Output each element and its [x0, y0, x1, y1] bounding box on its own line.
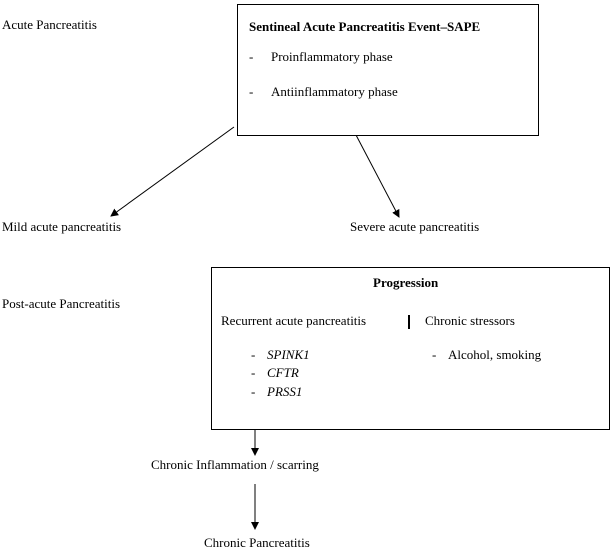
sape-box: Sentineal Acute Pancreatitis Event–SAPE … [237, 4, 539, 136]
gene-prss1: PRSS1 [267, 384, 303, 399]
list-bullet: - [432, 347, 437, 362]
stage-label-post-acute: Post-acute Pancreatitis [2, 296, 121, 311]
arrow-to-mild [110, 126, 235, 217]
chronic-pancreatitis-label: Chronic Pancreatitis [204, 535, 310, 550]
outcome-mild: Mild acute pancreatitis [2, 219, 122, 234]
sape-item-proinflammatory: Proinflammatory phase [271, 49, 393, 64]
list-bullet: - [251, 347, 256, 362]
arrow-to-severe [355, 134, 400, 218]
gene-cftr: CFTR [267, 365, 299, 380]
progression-left-heading: Recurrent acute pancreatitis [221, 313, 367, 328]
progression-title: Progression [373, 275, 439, 290]
list-bullet: - [251, 365, 256, 380]
progression-box: Progression Recurrent acute pancreatitis… [211, 267, 610, 430]
sape-item-bullet: - [249, 84, 254, 99]
sape-item-bullet: - [249, 49, 254, 64]
gene-spink1: SPINK1 [267, 347, 310, 362]
stressor-alcohol-smoking: Alcohol, smoking [448, 347, 542, 362]
stage-label-acute: Acute Pancreatitis [2, 17, 97, 32]
column-separator [408, 315, 410, 329]
outcome-severe: Severe acute pancreatitis [350, 219, 480, 234]
progression-right-heading: Chronic stressors [425, 313, 515, 328]
sape-item-antiinflammatory: Antiinflammatory phase [271, 84, 398, 99]
list-bullet: - [251, 384, 256, 399]
chronic-inflammation-label: Chronic Inflammation / scarring [151, 457, 319, 472]
sape-title: Sentineal Acute Pancreatitis Event–SAPE [249, 19, 481, 34]
